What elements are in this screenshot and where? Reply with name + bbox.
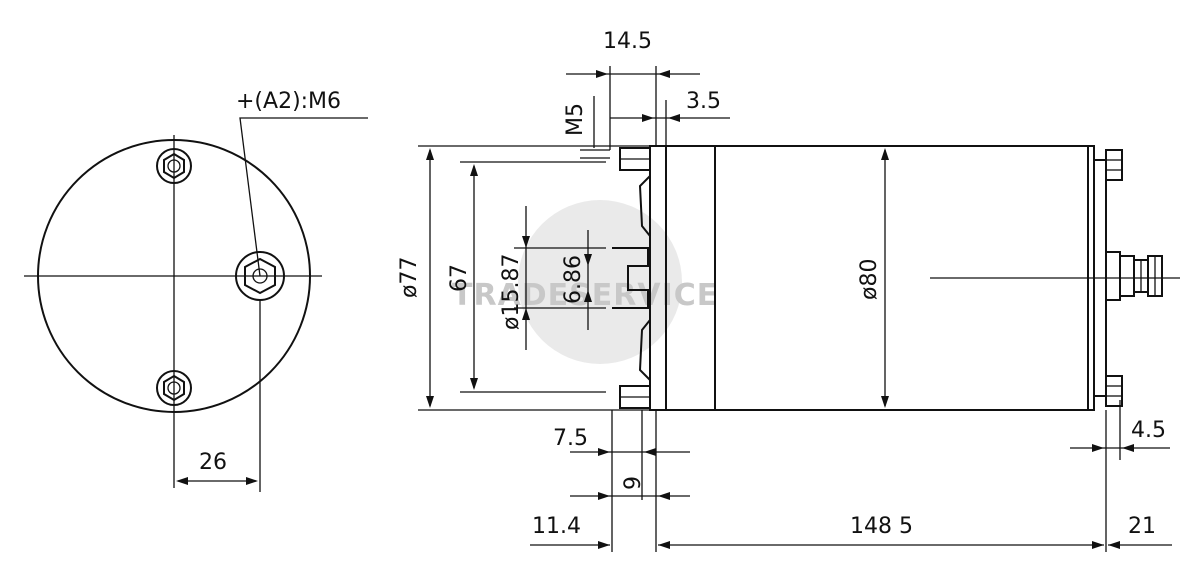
dim-1485-label: 148 5: [850, 514, 913, 539]
dim-77-label: ø77: [397, 257, 422, 298]
pilot-bottom: [638, 319, 651, 381]
dim-75-label: 7.5: [553, 426, 588, 451]
watermark: TRADESERVICE: [452, 200, 718, 364]
dim-686-label: 6.86: [561, 255, 586, 304]
bottom-bolt: [156, 370, 192, 406]
dim-26-label: 26: [199, 450, 227, 475]
pilot-top: [638, 175, 651, 237]
dim-1587-label: ø15.87: [499, 254, 524, 330]
end-view: +(A2):M6 26: [24, 89, 368, 492]
end-bolt-bottom: [1105, 375, 1123, 407]
end-bolt-top: [1105, 149, 1123, 181]
dim-114-label: 11.4: [532, 514, 581, 539]
dim-21-label: 21: [1128, 514, 1156, 539]
flange-bolt-bottom: [619, 385, 651, 409]
terminal-label: +(A2):M6: [236, 89, 341, 114]
top-bolt: [156, 148, 192, 184]
watermark-text: TRADESERVICE: [452, 278, 718, 313]
dim-m5-label: M5: [563, 103, 588, 136]
dim-80-label: ø80: [857, 259, 882, 300]
dim-45-label: 4.5: [1131, 418, 1166, 443]
flange-bolt-top: [619, 147, 651, 171]
flange-plate: [649, 145, 667, 411]
shaft-key: [612, 247, 649, 309]
dim-9-label: 9: [621, 476, 646, 490]
terminal-leader: [239, 117, 368, 277]
terminal-connector: [1105, 251, 1163, 301]
dim-67-label: 67: [447, 264, 472, 292]
side-view: ø77 67 ø15.87 6.86 M5 14.5: [397, 29, 1180, 552]
dim-35-label: 3.5: [686, 89, 721, 114]
dim-145-label: 14.5: [603, 29, 652, 54]
